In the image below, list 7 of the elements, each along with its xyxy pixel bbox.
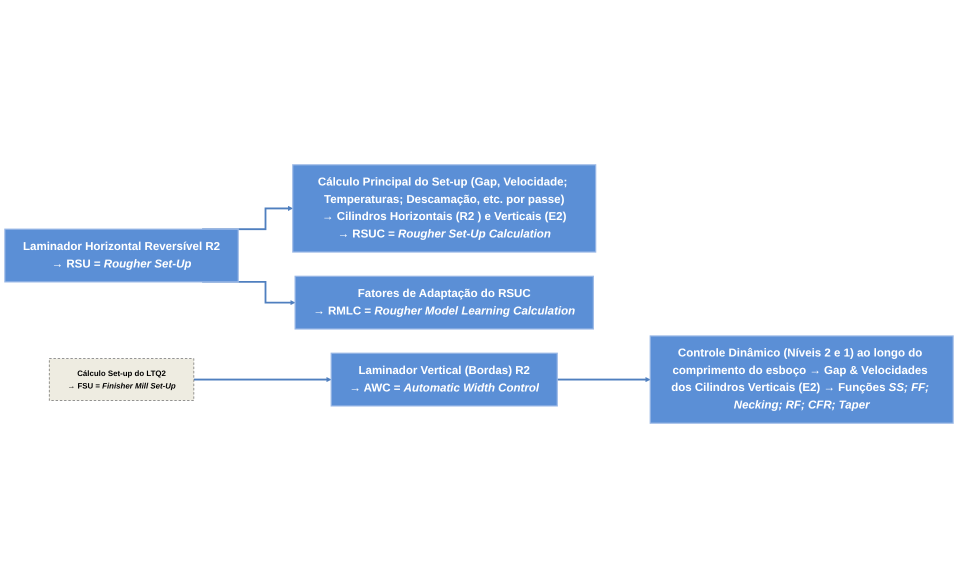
arrow — [194, 376, 332, 382]
arrow — [557, 376, 650, 382]
node-box: Laminador Horizontal Reversível R2 → RSU = Rougher Set-Up — [4, 228, 239, 282]
node-box: Laminador Vertical (Bordas) R2 → AWC = Automatic Width Control — [330, 352, 558, 407]
node-box: Controle Dinâmico (Níveis 2 e 1) ao longo do comprimento do esboço → Gap & Velocidades dos Cilindros Verticais (E2) → Funções SS; FF; Necking; RF; CFR; Taper — [650, 335, 954, 424]
node-box: Cálculo Principal do Set-up (Gap, Velocidade; Temperaturas; Descamação, etc. por passe) → Cilindros Horizontais (R2 ) e Verticais (E2) → RSUC = Rougher Set-Up Calculation — [292, 164, 596, 253]
node-box: Fatores de Adaptação do RSUC → RMLC = Rougher Model Learning Calculation — [294, 276, 594, 330]
